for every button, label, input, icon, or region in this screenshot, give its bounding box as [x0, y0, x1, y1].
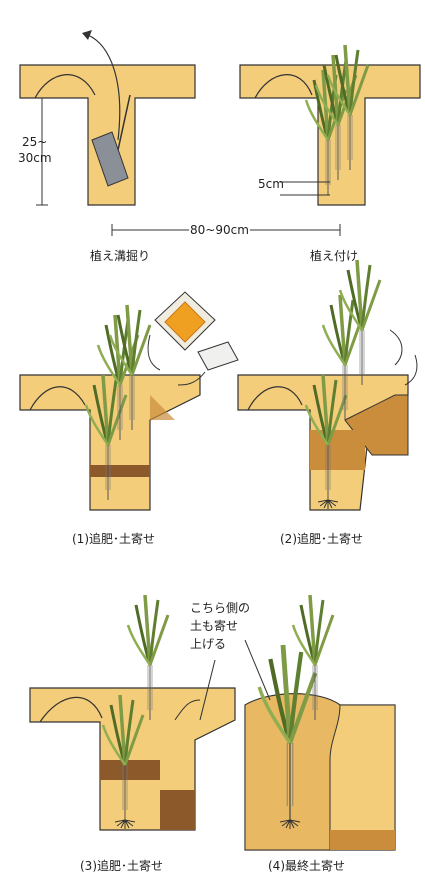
mound-curve	[247, 386, 303, 411]
mound-curve	[39, 696, 103, 723]
fertilizer-layer	[100, 760, 160, 780]
plant-depth-label: 5cm	[258, 177, 284, 191]
panel-trench-digging: 25~ 30cm 植え溝掘り	[18, 30, 196, 263]
pointer-arrow-icon	[199, 659, 216, 721]
plant-depth-arrow	[280, 181, 330, 196]
mound-curve	[254, 74, 313, 99]
panel-planting: 5cm 植え付け	[239, 43, 421, 263]
caption-topdress-3: (3)追肥･土寄せ	[80, 858, 163, 873]
side-trench	[329, 704, 396, 851]
pointer-arrow-icon	[244, 639, 271, 701]
caption-final-earthing-up: (4)最終土寄せ	[268, 858, 345, 873]
panel-topdress-1: (1)追肥･土寄せ	[19, 291, 239, 546]
width-label: 80~90cm	[190, 223, 249, 237]
depth-label-1: 25~	[22, 135, 47, 149]
caption-trench-digging: 植え溝掘り	[90, 248, 150, 263]
curved-arrow-icon	[404, 354, 418, 386]
caption-topdress-2: (2)追肥･土寄せ	[280, 531, 363, 546]
caption-topdress-1: (1)追肥･土寄せ	[72, 531, 155, 546]
fertilizer-layer	[330, 830, 395, 850]
mound-curve	[29, 386, 86, 411]
width-dimension: 80~90cm	[111, 221, 341, 239]
note-line-3: 上げる	[190, 637, 226, 651]
fertilizer-layer	[310, 430, 365, 470]
curved-arrow-icon	[174, 699, 201, 721]
curved-arrow-icon	[389, 329, 403, 366]
caption-planting: 植え付け	[310, 248, 358, 263]
shovel-icon	[91, 94, 131, 187]
panel-topdress-2: (2)追肥･土寄せ	[237, 258, 418, 546]
dig-arrow-icon	[87, 34, 121, 141]
fertilizer-layer	[90, 465, 150, 477]
fertilizer-layer-side	[160, 790, 195, 830]
note-line-1: こちら側の	[190, 601, 250, 615]
fertilizer-bag-icon	[147, 291, 216, 371]
panel-topdress-3: (3)追肥･土寄せ	[29, 593, 236, 873]
panel-final-earthing-up: こちら側の 土も寄せ 上げる (4)最終土寄せ	[190, 593, 396, 873]
fertilizer-scoop-icon	[177, 341, 239, 386]
note-line-2: 土も寄せ	[190, 618, 238, 633]
mound-curve	[34, 74, 96, 99]
depth-label-2: 30cm	[18, 151, 52, 165]
depth-dimension-line	[36, 97, 48, 206]
